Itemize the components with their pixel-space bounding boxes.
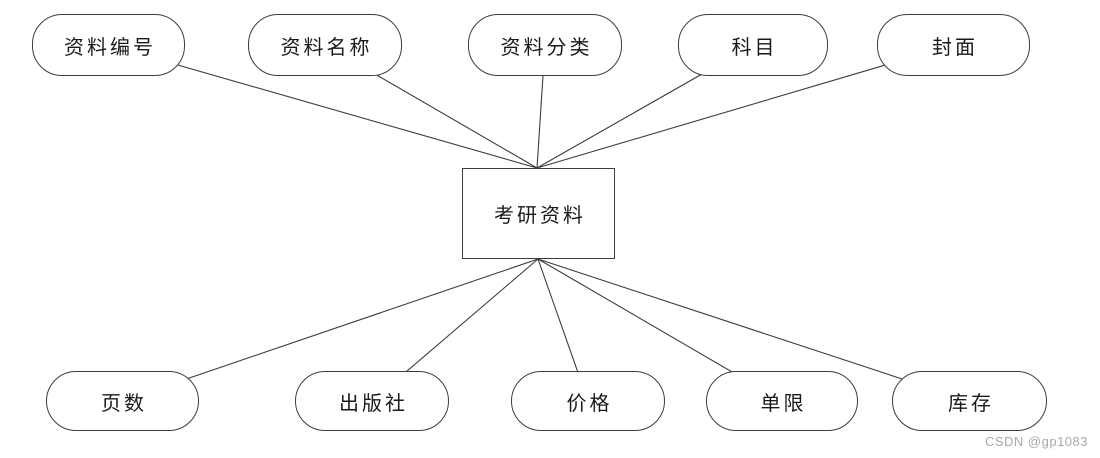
entity-label: 考研资料: [494, 205, 586, 227]
attribute-node-material-name: 资料名称: [248, 14, 402, 76]
attribute-label: 封面: [932, 36, 978, 59]
attribute-label: 页数: [101, 392, 147, 415]
attribute-node-cover: 封面: [877, 14, 1030, 76]
entity-node-exam-material: 考研资料: [462, 168, 615, 259]
attribute-label: 价格: [566, 392, 613, 415]
attribute-node-price: 价格: [511, 371, 665, 431]
attribute-node-stock: 库存: [892, 371, 1047, 431]
connector-line: [107, 44, 538, 169]
attribute-node-pages: 页数: [46, 371, 199, 431]
attribute-label: 库存: [948, 392, 994, 415]
connector-line: [537, 258, 970, 402]
attribute-node-publisher: 出版社: [295, 371, 449, 431]
attribute-label: 资料名称: [280, 36, 373, 59]
csdn-watermark: CSDN @gp1083: [984, 434, 1088, 449]
attribute-label: 单限: [760, 392, 807, 415]
attribute-label: 资料编号: [64, 36, 156, 59]
attribute-node-material-id: 资料编号: [32, 14, 185, 76]
attribute-node-material-category: 资料分类: [468, 14, 622, 76]
attribute-label: 出版社: [339, 392, 408, 415]
attribute-label: 科目: [731, 36, 778, 59]
attribute-node-subject: 科目: [678, 14, 828, 76]
connector-line: [121, 258, 539, 402]
attribute-node-unit-limit: 单限: [706, 371, 858, 431]
attribute-label: 资料分类: [500, 36, 593, 59]
